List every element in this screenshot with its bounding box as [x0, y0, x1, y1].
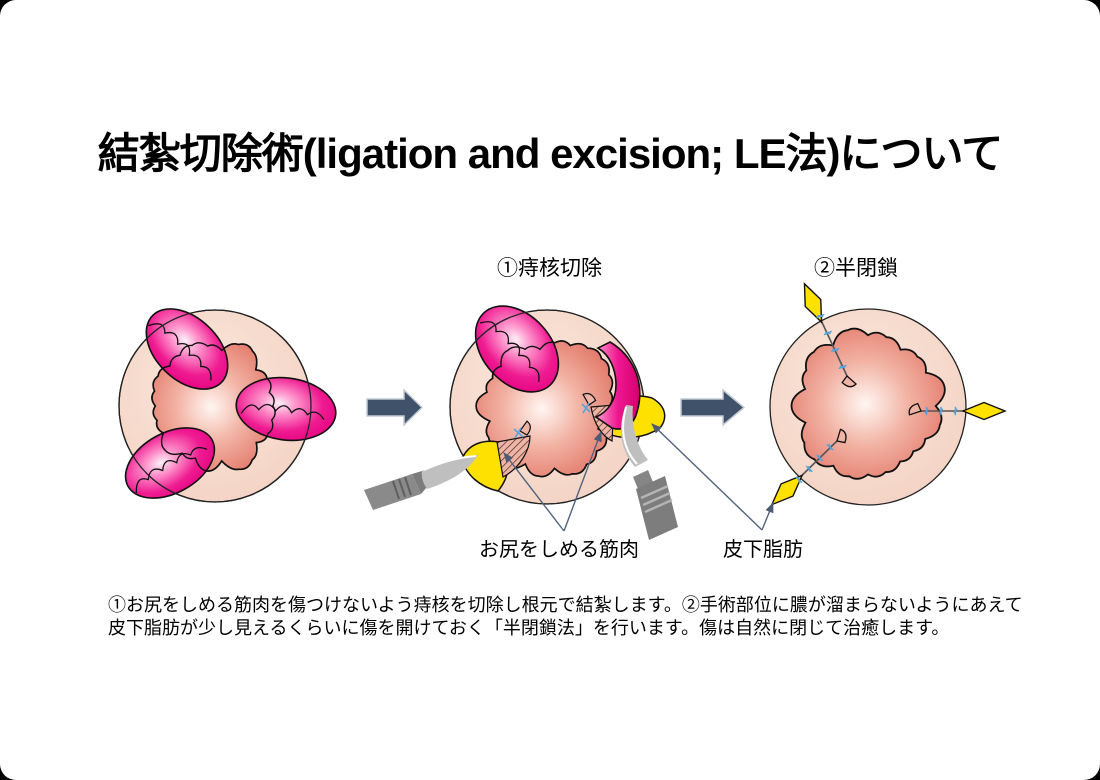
hemorrhoid-shape [474, 305, 560, 393]
muscle-hatched [496, 435, 531, 478]
diagram-semiclosed [765, 279, 1006, 512]
scalpel-icon [620, 405, 678, 540]
stitch-ticks [795, 313, 958, 484]
arrow-right-icon [366, 388, 424, 427]
scalpel-icon [364, 455, 478, 510]
arrow-right-icon [680, 388, 746, 427]
diagram-excision [364, 305, 678, 540]
label-pointer-lines [503, 423, 774, 532]
hemorrhoid-shape [124, 427, 216, 499]
diagram-preop [118, 308, 337, 503]
page-title: 結紮切除術(ligation and excision; LE法)について [97, 130, 1003, 177]
muscle-label: お尻をしめる筋肉 [479, 539, 639, 561]
description-text: ①お尻をしめる筋肉を傷つけないよう痔核を切除し根元で結紮します。②手術部位に膿が… [108, 594, 1058, 639]
hemorrhoid-shape [145, 308, 229, 390]
step2-label: ②半閉鎖 [814, 257, 898, 280]
description-line2: 皮下脂肪が少し見えるくらいに傷を開けておく「半閉鎖法」を行います。傷は自然に閉じ… [108, 617, 950, 638]
hemorrhoid-shape [235, 376, 337, 442]
fat-label: 皮下脂肪 [723, 539, 803, 561]
description-line1: ①お尻をしめる筋肉を傷つけないよう痔核を切除し根元で結紮します。②手術部位に膿が… [108, 595, 1023, 615]
step1-label: ①痔核切除 [497, 257, 602, 280]
stitch-marks [513, 402, 591, 439]
